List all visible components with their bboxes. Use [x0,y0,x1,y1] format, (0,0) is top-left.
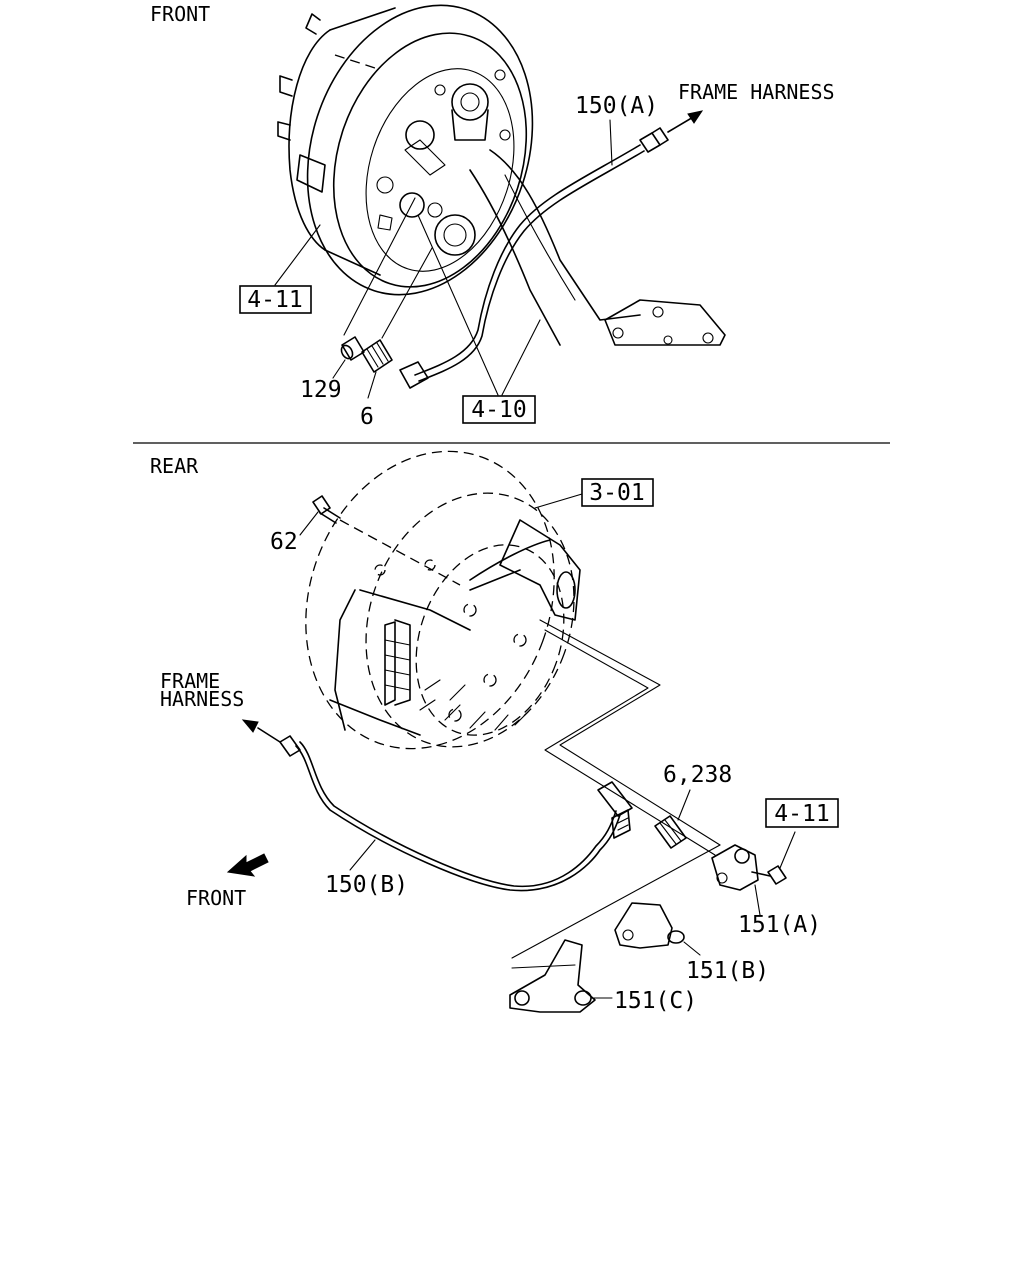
front-sensor-cable [399,110,704,389]
callout-62: 62 [270,529,298,555]
bracket-151a [711,831,796,916]
ref-4-11-front: 4-11 [247,287,302,313]
bushing-6-238 [654,789,691,849]
callout-6-front: 6 [360,404,374,430]
front-frame-harness-label: FRAME HARNESS [678,80,835,104]
callout-150a: 150(A) [575,93,658,119]
ref-box-4-11-front [239,285,312,314]
rear-brake-drum-illustration [305,450,581,750]
ref-4-11-rear: 4-11 [774,801,829,827]
ref-box-4-10 [462,395,536,424]
callout-6-238: 6,238 [663,762,732,788]
ref-3-01: 3-01 [589,480,644,506]
callout-151a: 151(A) [738,912,821,938]
rear-frame-harness-line1: FRAME [160,669,220,693]
bolt-62 [299,495,461,586]
callout-129: 129 [300,377,342,403]
front-brake-drum-illustration [277,4,726,346]
rear-frame-harness-line2: HARNESS [160,687,244,711]
ref-box-3-01 [581,478,654,507]
rear-sensor-alignment [539,619,721,856]
rear-front-direction-label: FRONT [186,886,246,910]
callout-150b: 150(B) [325,872,408,898]
front-leader-lines [274,119,613,399]
front-section-heading: FRONT [150,2,210,26]
bracket-151b [614,902,701,956]
callout-151c: 151(C) [614,988,697,1014]
rear-sensor-cable [241,719,633,892]
ref-4-10: 4-10 [471,397,526,423]
front-direction-arrow [226,853,269,877]
ref-box-4-11-rear [765,798,839,828]
bracket-151c [509,844,721,1013]
front-sensor-sleeve-and-bushing [340,197,433,373]
callout-151b: 151(B) [686,958,769,984]
rear-section-heading: REAR [150,454,199,478]
